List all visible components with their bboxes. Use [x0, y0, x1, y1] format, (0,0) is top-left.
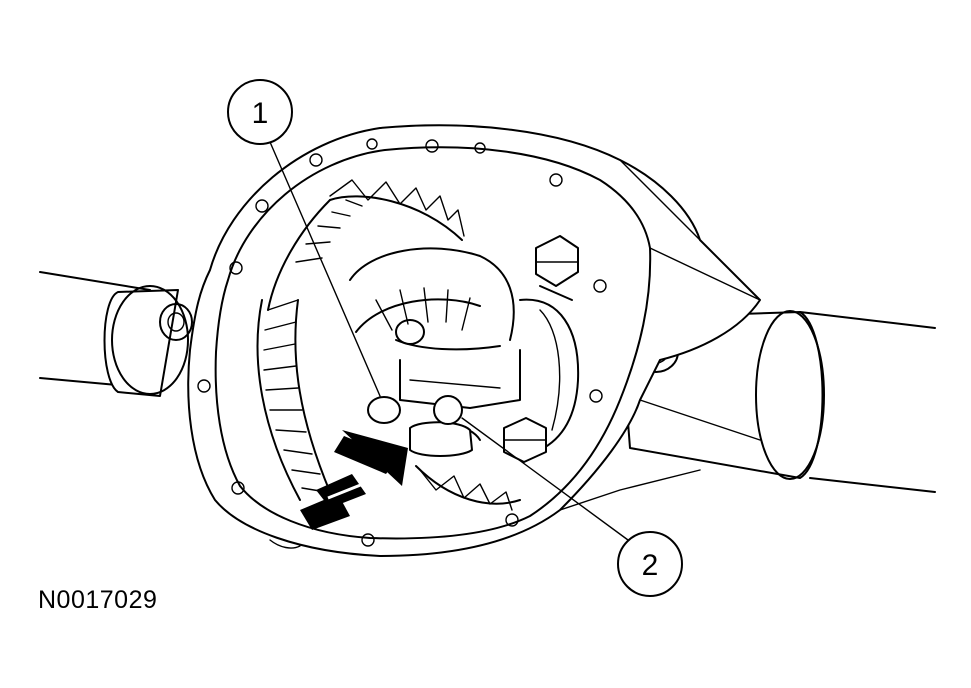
- callout-2: 2: [461, 417, 683, 597]
- direction-arrows: [300, 430, 408, 530]
- left-axle-tube: [39, 271, 193, 397]
- bolt-upper: [535, 235, 579, 301]
- figure-id-label: N0017029: [38, 586, 158, 614]
- callout-2-target: [433, 395, 463, 425]
- callout-2-number: 2: [642, 549, 659, 582]
- differential-case: [349, 247, 580, 511]
- bolt-lower: [503, 417, 547, 463]
- ring-gear: [256, 179, 465, 501]
- callout-1: 1: [227, 79, 381, 397]
- pinion-shaft: [367, 395, 473, 457]
- callout-1-number: 1: [252, 97, 269, 130]
- housing-flange: [187, 124, 761, 557]
- callout-1-target: [367, 396, 401, 424]
